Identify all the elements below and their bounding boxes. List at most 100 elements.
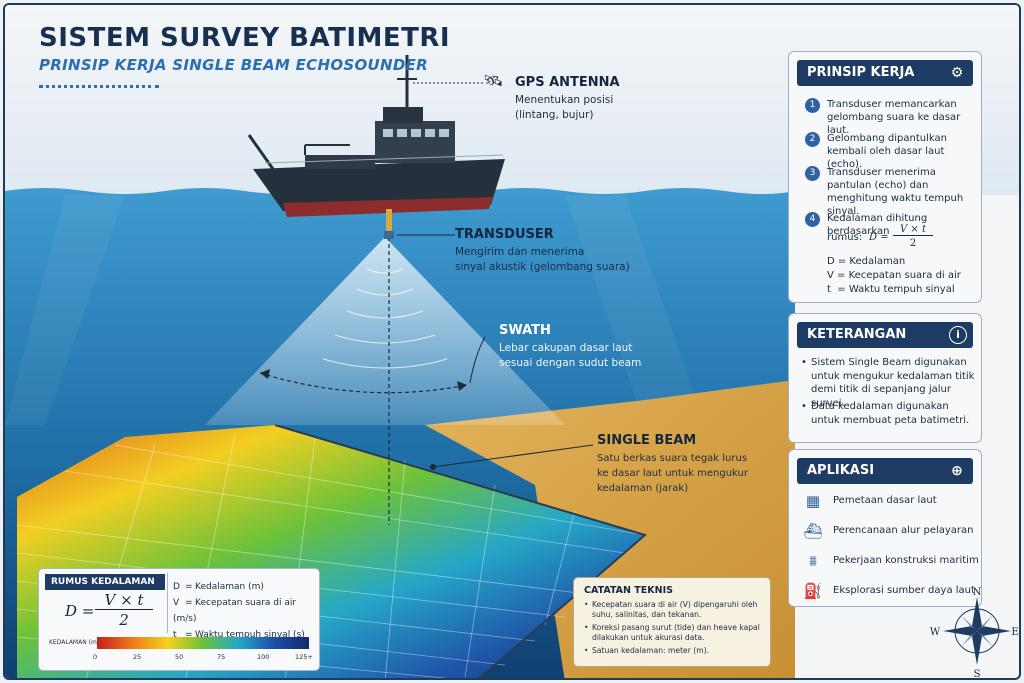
- def-text: Waktu tempuh sinyal (s): [195, 630, 305, 640]
- ship-icon: ⛴: [803, 522, 823, 540]
- def-row-d: D =Kedalaman (m): [173, 579, 319, 595]
- target-icon: ⊕: [951, 463, 963, 479]
- catatan-title: CATATAN TEKNIS: [584, 585, 673, 596]
- aplikasi-item-map: ▦ Pemetaan dasar laut: [803, 490, 937, 512]
- step-number: 4: [805, 212, 820, 227]
- aplikasi-title: APLIKASI: [807, 463, 875, 478]
- swath-beam: [205, 237, 565, 425]
- rumus-label: rumus:: [827, 232, 863, 243]
- rumus-kedalaman-box: RUMUS KEDALAMAN D = V × t 2 D=Kedalaman …: [38, 568, 320, 671]
- compass-e: E: [1011, 627, 1018, 638]
- rumus-formula-denominator: 2: [119, 611, 129, 629]
- infographic-frame: SISTEM SURVEY BATIMETRI PRINSIP KERJA SI…: [3, 3, 1021, 680]
- depth-color-scale: [97, 637, 309, 649]
- rumus-divider: [167, 573, 168, 633]
- compass-w: W: [930, 627, 941, 638]
- info-icon: i: [949, 326, 967, 344]
- def-equals: =: [185, 598, 193, 608]
- def-symbol: D: [173, 582, 180, 592]
- catatan-item: Kecepatan suara di air (V) dipengaruhi o…: [584, 600, 766, 620]
- keterangan-item: Data kedalaman digunakan untuk membuat p…: [799, 400, 977, 427]
- step-1: 1 Transduser memancarkan gelombang suara …: [805, 98, 975, 137]
- transducer-label-text-2: sinyal akustik (gelombang suara): [455, 261, 630, 273]
- page-subtitle: PRINSIP KERJA SINGLE BEAM ECHOSOUNDER: [39, 56, 429, 74]
- prinsip-kerja-header: PRINSIP KERJA ⚙: [797, 60, 973, 86]
- def-row-t: t=Waktu tempuh sinyal (s): [173, 627, 319, 643]
- swath-label-text-2: sesuai dengan sudut beam: [499, 357, 642, 369]
- oil-rig-icon: ⛽: [803, 582, 823, 600]
- step-4: 4 Kedalaman dihitung berdasarkan: [805, 212, 975, 238]
- swath-arrow: [259, 372, 468, 394]
- legend-t: t = Waktu tempuh sinyal: [827, 284, 955, 295]
- sonar-waves: [322, 268, 448, 369]
- scale-tick: 50: [175, 653, 184, 661]
- survey-scene: [5, 5, 1019, 678]
- scale-tick: 75: [217, 653, 226, 661]
- single-beam-label-text-1: Satu berkas suara tegak lurus: [597, 453, 748, 464]
- step-2: 2 Gelombang dipantulkan kembali oleh dasa…: [805, 132, 975, 171]
- step-3: 3 Transduser menerima pantulan (echo) dan…: [805, 166, 975, 218]
- subtitle-underline: [39, 85, 159, 88]
- gps-label-text-1: Menentukan posisi: [515, 94, 614, 106]
- def-equals: =: [185, 582, 193, 592]
- swath-label-text-1: Lebar cakupan dasar laut: [499, 342, 633, 354]
- aplikasi-label: Perencanaan alur pelayaran: [833, 525, 974, 536]
- gps-label-text-2: (lintang, bujur): [515, 109, 594, 121]
- aplikasi-panel: APLIKASI ⊕ ▦ Pemetaan dasar laut ⛴ Perenca…: [788, 449, 982, 607]
- prinsip-kerja-panel: PRINSIP KERJA ⚙ 1 Transduser memancarkan …: [788, 51, 982, 303]
- legend-d: D = Kedalaman: [827, 256, 906, 267]
- formula-lhs: D =: [869, 232, 889, 243]
- aplikasi-item-oil-rig: ⛽ Eksplorasi sumber daya laut: [803, 580, 975, 602]
- keterangan-title: KETERANGAN: [807, 327, 907, 342]
- single-beam-label-title: SINGLE BEAM: [597, 433, 697, 448]
- step-number: 2: [805, 132, 820, 147]
- map-icon: ▦: [805, 492, 821, 510]
- aplikasi-label: Pekerjaan konstruksi maritim: [833, 555, 979, 566]
- compass-s: S: [974, 669, 981, 679]
- keterangan-header: KETERANGAN i: [797, 322, 973, 348]
- scale-tick: 125+: [295, 653, 313, 661]
- prinsip-kerja-title: PRINSIP KERJA: [807, 65, 915, 80]
- catatan-item: Koreksi pasang surut (tide) dan heave ka…: [584, 623, 766, 643]
- page-title: SISTEM SURVEY BATIMETRI: [39, 23, 451, 53]
- transducer-label-text-1: Mengirim dan menerima: [455, 246, 585, 258]
- scale-tick: 0: [93, 653, 98, 661]
- def-symbol: V: [173, 598, 180, 608]
- step-number: 1: [805, 98, 820, 113]
- scale-label: KEDALAMAN (m): [49, 639, 100, 646]
- compass-rose: N S W E: [930, 587, 1019, 679]
- legend-v: V = Kecepatan suara di air: [827, 270, 961, 281]
- single-beam-label-text-3: kedalaman (jarak): [597, 483, 689, 494]
- transducer-label-title: TRANSDUSER: [455, 227, 554, 242]
- aplikasi-label: Pemetaan dasar laut: [833, 495, 937, 506]
- rumus-formula-lhs: D =: [65, 602, 95, 620]
- swath-label-title: SWATH: [499, 323, 551, 338]
- scale-tick: 25: [133, 653, 142, 661]
- rumus-box-title: RUMUS KEDALAMAN: [45, 574, 165, 590]
- single-beam-label-text-2: ke dasar laut untuk mengukur: [597, 468, 748, 479]
- gear-icon: ⚙: [950, 65, 964, 81]
- catatan-item: Satuan kedalaman: meter (m).: [584, 646, 766, 656]
- keterangan-panel: KETERANGAN i Sistem Single Beam digunaka…: [788, 313, 982, 443]
- scale-tick: 100: [257, 653, 270, 661]
- formula-denominator: 2: [909, 238, 917, 249]
- survey-vessel: [247, 55, 505, 239]
- formula-numerator: V × t: [893, 224, 933, 236]
- aplikasi-item-bridge: ⩩ Pekerjaan konstruksi maritim: [803, 550, 979, 572]
- aplikasi-label: Eksplorasi sumber daya laut: [833, 585, 975, 596]
- step-text: Gelombang dipantulkan kembali oleh dasar…: [827, 133, 947, 170]
- rumus-definitions: D=Kedalaman (m) V=Kecepatan suara di air…: [173, 579, 319, 643]
- def-row-v: V=Kecepatan suara di air (m/s): [173, 595, 319, 627]
- step-text: Transduser memancarkan gelombang suara k…: [827, 99, 961, 136]
- bridge-icon: ⩩: [808, 552, 817, 570]
- step-text: Kedalaman dihitung berdasarkan: [827, 213, 928, 237]
- step-text: Transduser menerima pantulan (echo) dan …: [827, 167, 964, 217]
- gps-label-title: GPS ANTENNA: [515, 75, 620, 90]
- scale-ticks: 0 25 50 75 100 125+: [93, 653, 317, 663]
- satellite-icon: 🛰: [483, 71, 504, 90]
- aplikasi-header: APLIKASI ⊕: [797, 458, 973, 484]
- def-text: Kedalaman (m): [195, 582, 264, 592]
- step-number: 3: [805, 166, 820, 181]
- catatan-teknis-box: CATATAN TEKNIS Kecepatan suara di air (V…: [573, 577, 771, 667]
- def-symbol: t: [173, 630, 177, 640]
